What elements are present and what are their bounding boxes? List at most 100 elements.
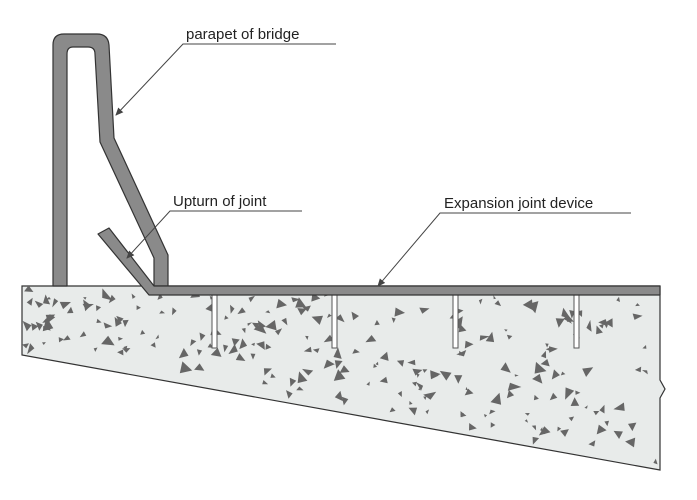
anchor-bolt <box>211 291 218 349</box>
aggregate-speck <box>262 380 269 385</box>
aggregate-speck <box>494 300 502 307</box>
aggregate-speck <box>616 296 620 302</box>
aggregate-speck <box>538 426 551 436</box>
aggregate-speck <box>524 419 529 423</box>
aggregate-speck <box>613 430 623 439</box>
aggregate-speck <box>465 386 468 391</box>
aggregate-speck <box>305 335 309 340</box>
aggregate-speck <box>588 440 596 447</box>
aggregate-speck <box>275 328 283 336</box>
aggregate-speck <box>31 323 39 331</box>
aggregate-speck <box>635 303 640 307</box>
aggregate-speck <box>235 353 246 361</box>
aggregate-speck <box>485 331 495 343</box>
aggregate-speck <box>379 351 389 361</box>
aggregate-speck <box>584 405 588 409</box>
aggregate-speck <box>632 313 643 320</box>
aggregate-speck <box>351 311 359 321</box>
aggregate-speck <box>459 350 463 356</box>
aggregate-speck <box>150 342 156 348</box>
aggregate-speck <box>365 335 377 343</box>
aggregate-speck <box>323 359 335 369</box>
aggregate-speck <box>642 345 647 349</box>
aggregate-speck <box>223 344 229 353</box>
aggregate-speck <box>190 339 197 347</box>
aggregate-speck <box>58 337 64 343</box>
aggregate-speck <box>557 426 562 432</box>
aggregate-speck <box>416 373 420 378</box>
aggregate-speck <box>430 372 439 380</box>
aggregate-speck <box>140 329 146 335</box>
aggregate-speck <box>297 308 307 316</box>
aggregate-speck <box>22 320 32 332</box>
aggregate-speck <box>96 305 102 312</box>
aggregate-speck <box>527 301 539 314</box>
aggregate-speck <box>256 341 265 350</box>
aggregate-speck <box>458 323 467 333</box>
aggregate-speck <box>490 422 496 428</box>
aggregate-speck <box>603 322 609 329</box>
aggregate-speck <box>42 318 50 323</box>
aggregate-speck <box>389 407 396 413</box>
aggregate-speck <box>506 390 515 399</box>
aggregate-speck <box>341 396 349 406</box>
aggregate-speck <box>604 318 613 328</box>
aggregate-speck <box>489 409 496 415</box>
aggregate-speck <box>66 306 74 314</box>
anchor-bolt <box>573 291 580 349</box>
expansion-joint-device <box>97 227 661 296</box>
aggregate-speck <box>52 298 59 308</box>
aggregate-speck <box>412 368 423 376</box>
aggregate-speck <box>155 334 159 340</box>
aggregate-speck <box>210 347 222 357</box>
aggregate-speck <box>34 300 44 308</box>
aggregate-speck <box>131 293 136 299</box>
aggregate-speck <box>49 314 56 322</box>
aggregate-speck <box>295 297 307 308</box>
aggregate-speck <box>642 370 648 375</box>
aggregate-speck <box>460 411 467 418</box>
leader-lines <box>115 43 631 287</box>
aggregate-speck <box>228 344 238 355</box>
parapet-leader-line <box>115 43 336 116</box>
aggregate-speck <box>43 326 51 331</box>
aggregate-speck <box>323 334 334 343</box>
aggregate-speck <box>514 374 519 377</box>
aggregate-speck <box>59 301 71 310</box>
aggregate-speck <box>375 361 379 366</box>
aggregate-speck <box>409 400 413 405</box>
aggregate-speck <box>545 347 551 352</box>
aggregate-speck <box>599 404 605 414</box>
aggregate-speck <box>545 343 549 348</box>
aggregate-speck <box>63 335 71 341</box>
aggregate-speck <box>251 342 255 346</box>
aggregate-speck <box>555 318 565 328</box>
aggregate-speck <box>101 335 115 346</box>
aggregate-speck <box>194 363 205 371</box>
aggregate-speck <box>108 294 116 304</box>
aggregate-speck <box>93 347 98 352</box>
aggregate-speck <box>122 348 131 353</box>
aggregate-speck <box>303 346 312 353</box>
aggregate-speck <box>96 318 102 323</box>
aggregate-speck <box>379 376 388 384</box>
aggregate-speck <box>239 338 248 350</box>
aggregate-speck <box>423 391 437 400</box>
aggregate-speck <box>79 331 87 338</box>
aggregate-speck <box>117 349 124 356</box>
aggregate-speck <box>265 310 271 314</box>
aggregate-speck <box>507 382 522 391</box>
aggregate-speck <box>533 394 539 401</box>
aggregate-speck <box>575 390 581 395</box>
aggregate-speck <box>397 391 402 397</box>
aggregate-speck <box>532 436 540 445</box>
aggregate-speck <box>407 359 416 366</box>
aggregate-speck <box>582 367 594 377</box>
aggregate-speck <box>83 299 91 312</box>
aggregate-speck <box>408 407 418 416</box>
aggregate-speck <box>570 397 580 406</box>
aggregate-speck <box>524 413 530 416</box>
aggregate-speck <box>566 315 574 322</box>
aggregate-speck <box>253 323 267 334</box>
aggregate-speck <box>504 329 508 332</box>
